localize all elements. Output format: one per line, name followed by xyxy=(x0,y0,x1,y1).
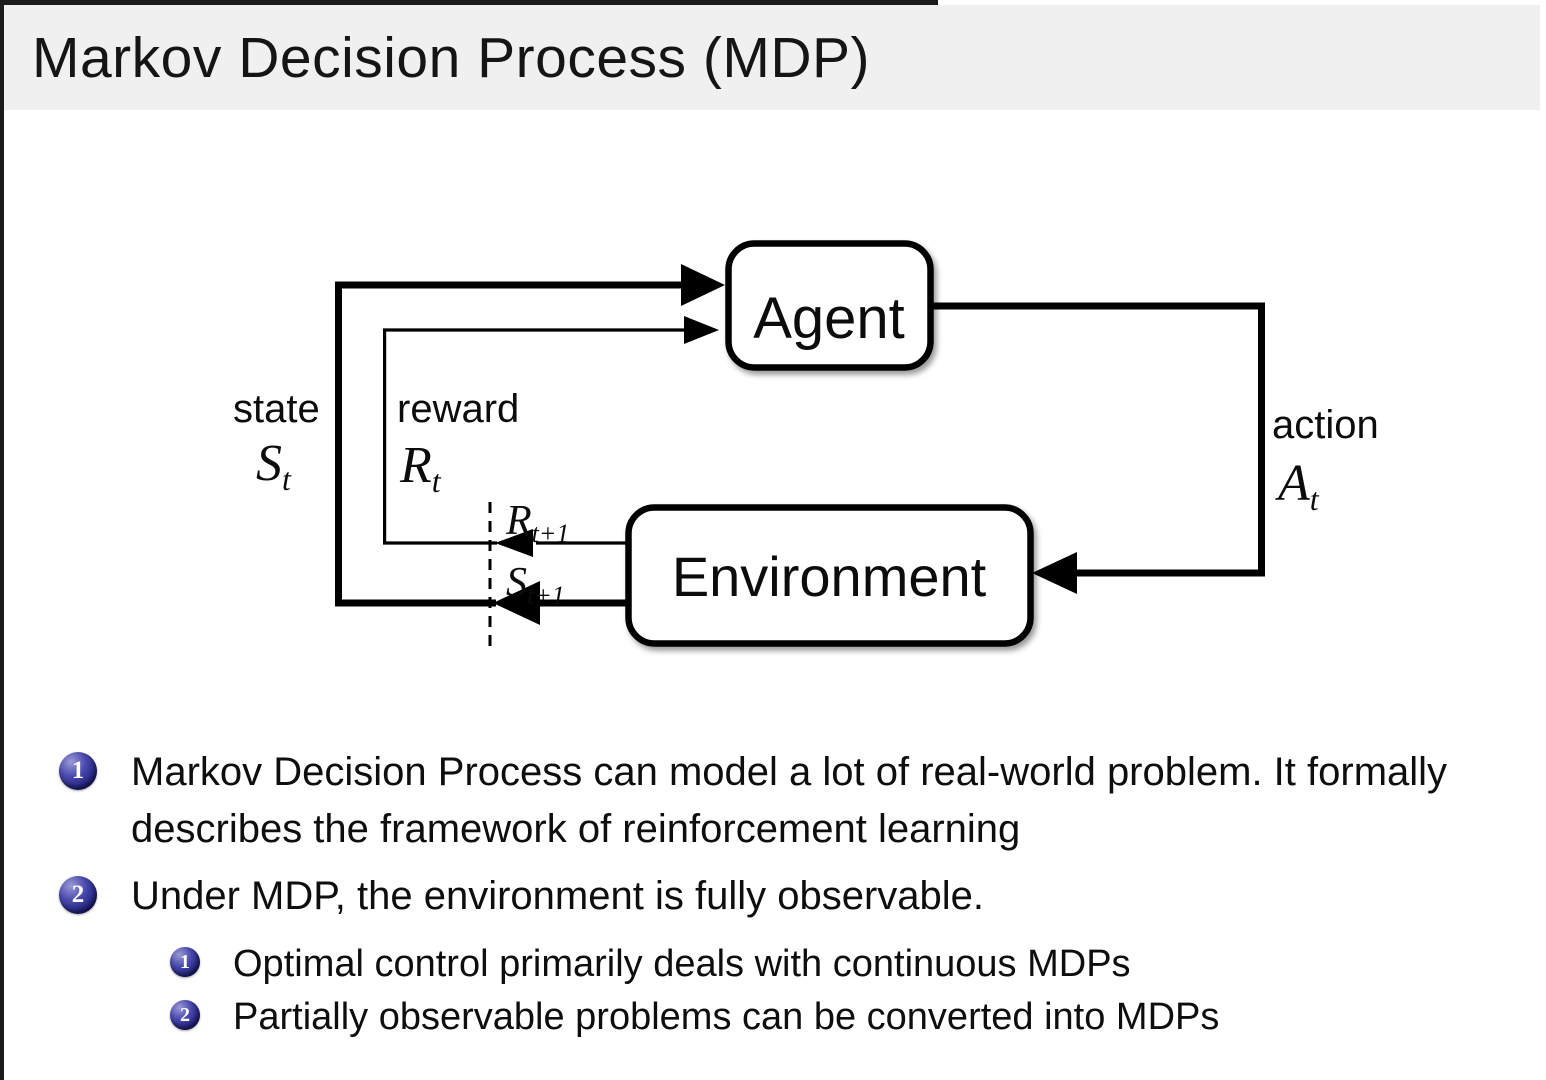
state-arrowhead-icon xyxy=(681,264,725,306)
next-state-symbol-subscript: t+1 xyxy=(527,581,565,610)
item-number-badge: 1 xyxy=(59,752,97,790)
reward-label: reward xyxy=(397,387,519,431)
next-state-arrowhead-icon xyxy=(493,581,540,625)
window-top-edge xyxy=(0,0,938,5)
action-symbol: At xyxy=(1275,455,1320,517)
state-line xyxy=(335,281,682,607)
window-left-edge xyxy=(0,0,4,1080)
sub-list-item: 1 Optimal control primarily deals with c… xyxy=(170,938,1483,991)
state-symbol-main: S xyxy=(256,435,282,492)
sub-list-item: 2 Partially observable problems can be c… xyxy=(170,991,1483,1044)
subitem-number-badge: 1 xyxy=(170,947,200,977)
next-state-symbol: St+1 xyxy=(506,560,565,610)
title-bar: Markov Decision Process (MDP) xyxy=(4,5,1540,110)
next-state-symbol-main: S xyxy=(506,560,527,606)
next-reward-symbol-subscript: t+1 xyxy=(532,519,570,548)
action-label: action xyxy=(1272,403,1379,447)
subitem-number-badge: 2 xyxy=(170,1000,200,1030)
state-symbol-subscript: t xyxy=(282,461,292,497)
action-symbol-subscript: t xyxy=(1310,481,1320,517)
agent-label: Agent xyxy=(753,286,905,351)
state-label: state xyxy=(233,387,320,431)
environment-label: Environment xyxy=(672,545,987,608)
page-title: Markov Decision Process (MDP) xyxy=(32,25,870,90)
action-arrowhead-icon xyxy=(1032,552,1077,594)
item-number-badge: 2 xyxy=(59,876,97,914)
reward-symbol-main: R xyxy=(399,437,432,494)
reward-line xyxy=(383,328,685,545)
action-symbol-main: A xyxy=(1275,455,1310,512)
action-line xyxy=(930,302,1265,577)
next-reward-symbol-main: R xyxy=(505,498,532,544)
agent-box xyxy=(725,240,934,371)
reward-symbol-subscript: t xyxy=(432,463,442,499)
next-reward-arrowhead-icon xyxy=(495,529,533,557)
subitem-text: Partially observable problems can be con… xyxy=(233,996,1220,1038)
list-item: 2 Under MDP, the environment is fully ob… xyxy=(59,868,1511,925)
subitem-text: Optimal control primarily deals with con… xyxy=(233,943,1131,985)
list-item: 1 Markov Decision Process can model a lo… xyxy=(59,744,1511,858)
next-reward-symbol: Rt+1 xyxy=(505,498,569,548)
state-symbol: St xyxy=(256,435,292,497)
reward-arrowhead-icon xyxy=(684,316,719,344)
item-text: Markov Decision Process can model a lot … xyxy=(131,750,1448,851)
reward-symbol: Rt xyxy=(399,437,442,499)
item-text: Under MDP, the environment is fully obse… xyxy=(131,874,985,918)
environment-box xyxy=(625,504,1034,647)
